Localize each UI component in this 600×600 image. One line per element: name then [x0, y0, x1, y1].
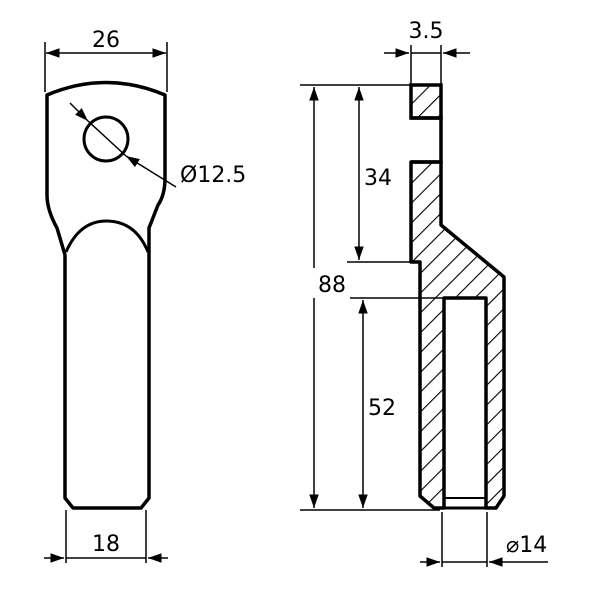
front-view: 26 Ø12.5 18 — [44, 28, 246, 563]
section-hatch-body — [409, 160, 506, 510]
bore-diameter-label: ⌀14 — [506, 533, 547, 558]
hole-diameter-label: Ø12.5 — [180, 163, 246, 188]
width-bottom-label: 18 — [92, 532, 120, 557]
wall-thickness-label: 3.5 — [409, 19, 444, 44]
lug-outline — [45, 80, 167, 510]
bore-depth-label: 52 — [368, 396, 396, 421]
section-hatch-upper — [409, 83, 443, 120]
width-top-label: 26 — [92, 28, 120, 53]
total-length-label: 88 — [318, 273, 346, 298]
upper-length-label: 34 — [364, 166, 392, 191]
barrel-top-arc — [64, 219, 150, 253]
section-view: 3.5 88 34 52 ⌀14 — [300, 19, 548, 567]
mounting-hole — [82, 115, 130, 163]
section-hole-gap — [411, 116, 443, 164]
